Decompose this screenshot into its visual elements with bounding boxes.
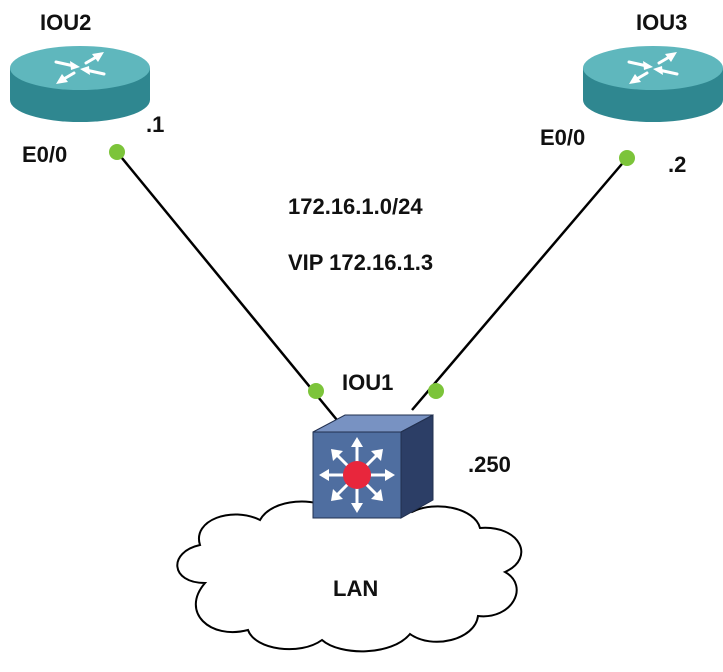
iou1-name-label: IOU1 <box>342 370 393 395</box>
vip-label: VIP 172.16.1.3 <box>288 250 433 275</box>
iou3-name-label: IOU3 <box>636 10 687 35</box>
iou2-router-icon <box>10 46 150 122</box>
port-dot-iou3-e0-0 <box>619 150 635 166</box>
iou3-interface-label: E0/0 <box>540 125 585 150</box>
iou3-host-label: .2 <box>668 152 686 177</box>
iou2-host-label: .1 <box>146 112 164 137</box>
iou1-switch-icon <box>312 414 434 519</box>
link-iou3-iou1 <box>411 157 628 411</box>
subnet-label: 172.16.1.0/24 <box>288 194 423 219</box>
lan-label: LAN <box>333 576 378 601</box>
port-dot-iou1-left <box>308 383 324 399</box>
port-dot-iou2-e0-0 <box>109 144 125 160</box>
iou1-host-label: .250 <box>468 452 511 477</box>
iou2-interface-label: E0/0 <box>22 142 67 167</box>
port-dot-iou1-right <box>428 383 444 399</box>
link-iou2-iou1 <box>116 151 338 421</box>
iou3-router-icon <box>583 46 723 122</box>
lan-cloud <box>176 499 523 653</box>
iou2-name-label: IOU2 <box>40 10 91 35</box>
